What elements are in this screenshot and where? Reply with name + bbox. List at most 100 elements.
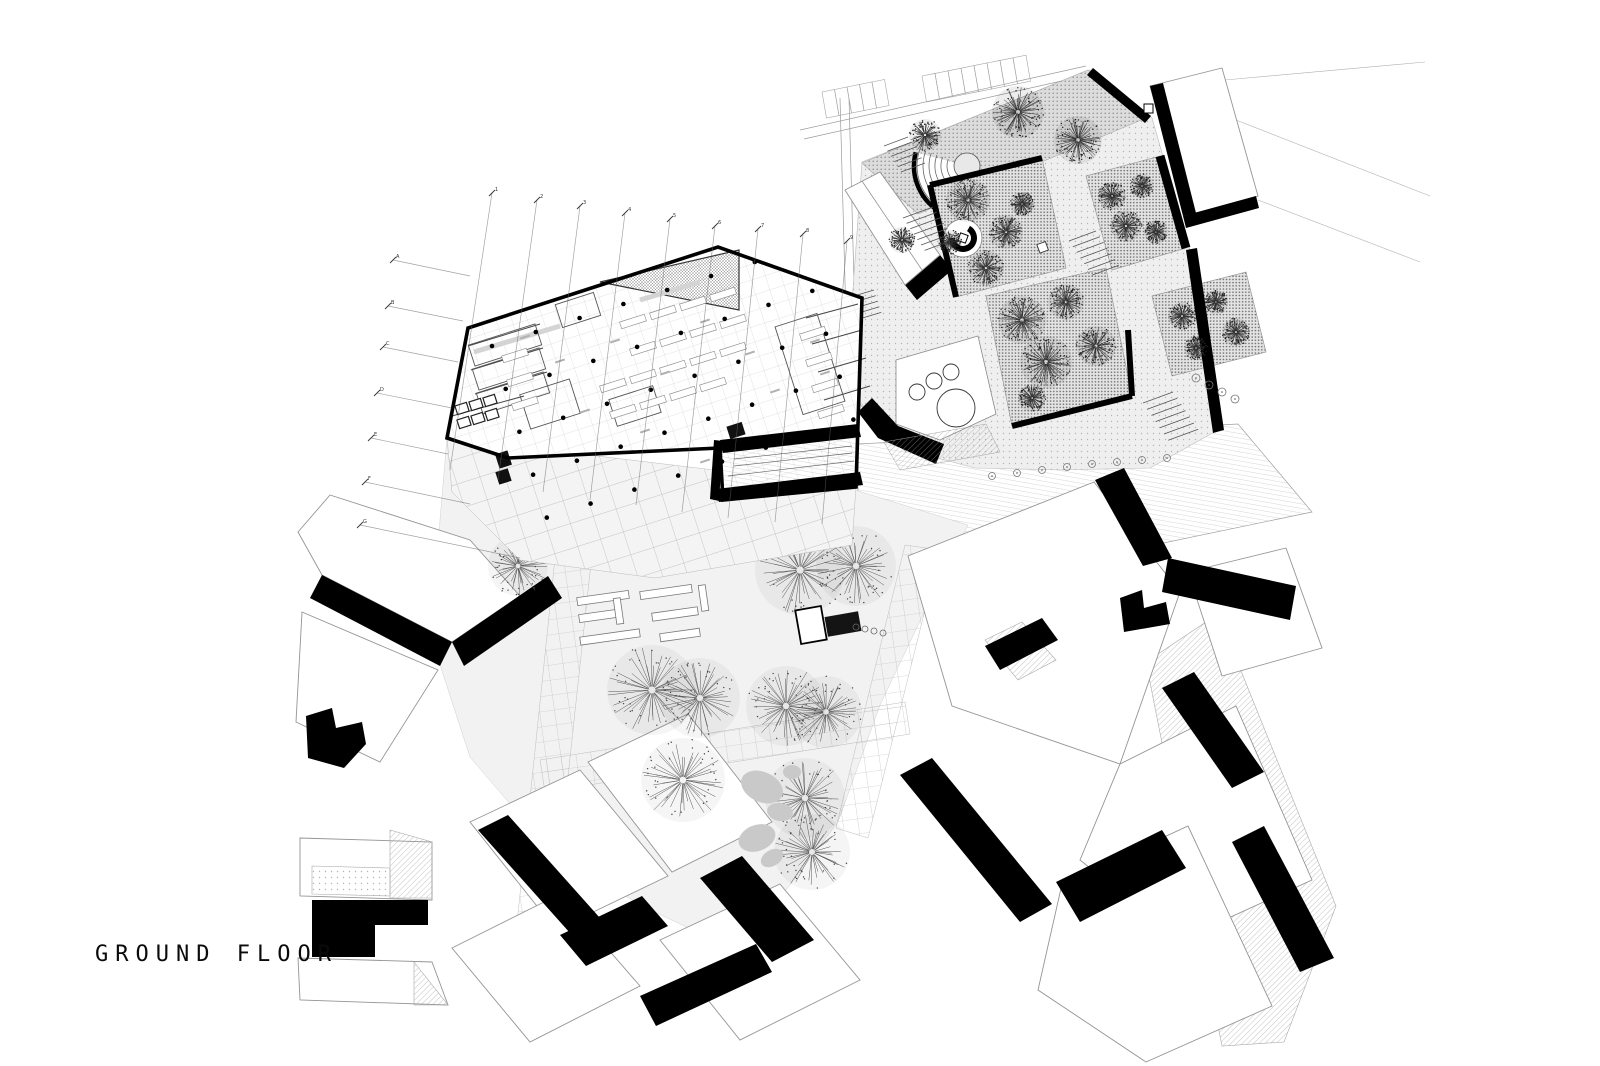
tree-dot xyxy=(954,231,957,233)
tree-branch xyxy=(1015,202,1022,205)
tree-dot xyxy=(1031,332,1034,335)
column xyxy=(706,416,711,422)
tree-branch xyxy=(775,842,810,852)
tree-branch xyxy=(764,706,783,711)
tree-branch xyxy=(969,186,984,200)
shelf-unit xyxy=(511,395,539,412)
tree-dot xyxy=(1187,321,1189,324)
tree-branch xyxy=(788,707,810,721)
tree-branch xyxy=(703,698,732,703)
tree-dot xyxy=(969,269,971,272)
tree-dot xyxy=(1011,218,1013,220)
tree-dot xyxy=(645,790,648,792)
tree-branch xyxy=(1004,320,1021,331)
tree-dot xyxy=(1049,376,1052,379)
tree-dot xyxy=(994,218,996,220)
tree-dot xyxy=(893,230,895,233)
tree-dot xyxy=(1234,322,1236,324)
grid-tick xyxy=(843,237,851,245)
tree-dot xyxy=(1115,184,1117,187)
tree-branch xyxy=(996,228,1005,232)
tree-branch xyxy=(1047,349,1061,361)
tree-icon xyxy=(992,86,1044,138)
tree-branch xyxy=(1122,215,1126,225)
tree-branch xyxy=(1051,301,1065,304)
tree-dot xyxy=(533,587,535,589)
tree-branch xyxy=(1057,302,1065,309)
tree-branch xyxy=(985,269,989,285)
tree-branch xyxy=(949,200,967,212)
tree-branch xyxy=(913,135,924,139)
tree-branch xyxy=(1033,395,1040,398)
tree-dot xyxy=(1092,359,1094,362)
stair-tread xyxy=(861,312,882,319)
tree-dot xyxy=(974,183,976,185)
grid-line-vertical xyxy=(821,240,848,525)
tree-dot xyxy=(1025,364,1027,367)
shrub-center xyxy=(1208,384,1210,386)
tree-branch xyxy=(946,242,950,250)
tree-branch xyxy=(1002,220,1006,231)
tree-dot xyxy=(839,683,841,686)
parking-stall xyxy=(947,67,966,98)
tree-dot xyxy=(1157,224,1160,226)
tree-branch xyxy=(687,700,700,734)
tree-branch xyxy=(1047,363,1063,381)
tree-dot xyxy=(829,602,831,605)
tree-branch xyxy=(1029,344,1045,361)
tree-dot xyxy=(1145,190,1147,192)
tree-branch xyxy=(1170,315,1181,319)
tree-dot xyxy=(686,664,688,666)
tree-branch xyxy=(1044,364,1047,382)
tree-dot xyxy=(1194,358,1196,361)
tree-branch xyxy=(902,230,909,240)
column xyxy=(675,473,681,478)
tree-dot xyxy=(1223,293,1226,295)
tree-branch xyxy=(505,556,517,565)
corridor-rail xyxy=(727,460,855,477)
stair-tread xyxy=(902,206,934,219)
shrub-icon xyxy=(1063,463,1071,471)
tree-dot xyxy=(1049,309,1052,312)
tree-dot xyxy=(1213,307,1215,310)
tree-dot xyxy=(618,700,621,703)
tree-dot xyxy=(795,694,797,696)
tree-dot xyxy=(1060,122,1063,125)
tree-dot xyxy=(918,141,920,144)
tree-branch xyxy=(985,252,989,267)
tree-dot xyxy=(1218,310,1221,312)
column xyxy=(503,386,509,392)
tree-branch xyxy=(787,708,802,725)
tree-branch xyxy=(1004,233,1007,244)
tree-dot xyxy=(1086,360,1088,362)
tree-branch xyxy=(766,690,784,705)
property-line xyxy=(1257,199,1421,263)
tree-dot xyxy=(1103,332,1105,334)
tree-dot xyxy=(1144,179,1146,181)
building-shadow xyxy=(478,815,600,933)
grid-label: B xyxy=(391,300,395,306)
tree-branch xyxy=(1046,363,1051,376)
tree-branch xyxy=(1112,221,1125,226)
tree-dot xyxy=(1082,350,1084,353)
tree-branch xyxy=(1078,126,1088,139)
tree-dot xyxy=(1023,394,1026,397)
tree-dot xyxy=(1016,130,1019,133)
tree-dot xyxy=(1066,363,1069,365)
tree-dot xyxy=(1137,229,1140,232)
column xyxy=(544,515,550,520)
tree-dot xyxy=(974,257,976,260)
tree-dot xyxy=(1147,188,1149,190)
tree-dot xyxy=(1016,213,1019,216)
tree-dot xyxy=(1068,370,1071,372)
tree-dot xyxy=(1013,335,1015,338)
tree-branch xyxy=(1149,221,1156,232)
grid-tick xyxy=(379,343,387,351)
tree-dot xyxy=(992,221,994,224)
tree-branch xyxy=(511,568,518,582)
tree-dot xyxy=(910,241,912,243)
tree-dot xyxy=(1081,154,1084,156)
tree-branch xyxy=(1156,232,1165,239)
tree-dot xyxy=(1242,342,1245,344)
tree-dot xyxy=(1216,293,1218,295)
